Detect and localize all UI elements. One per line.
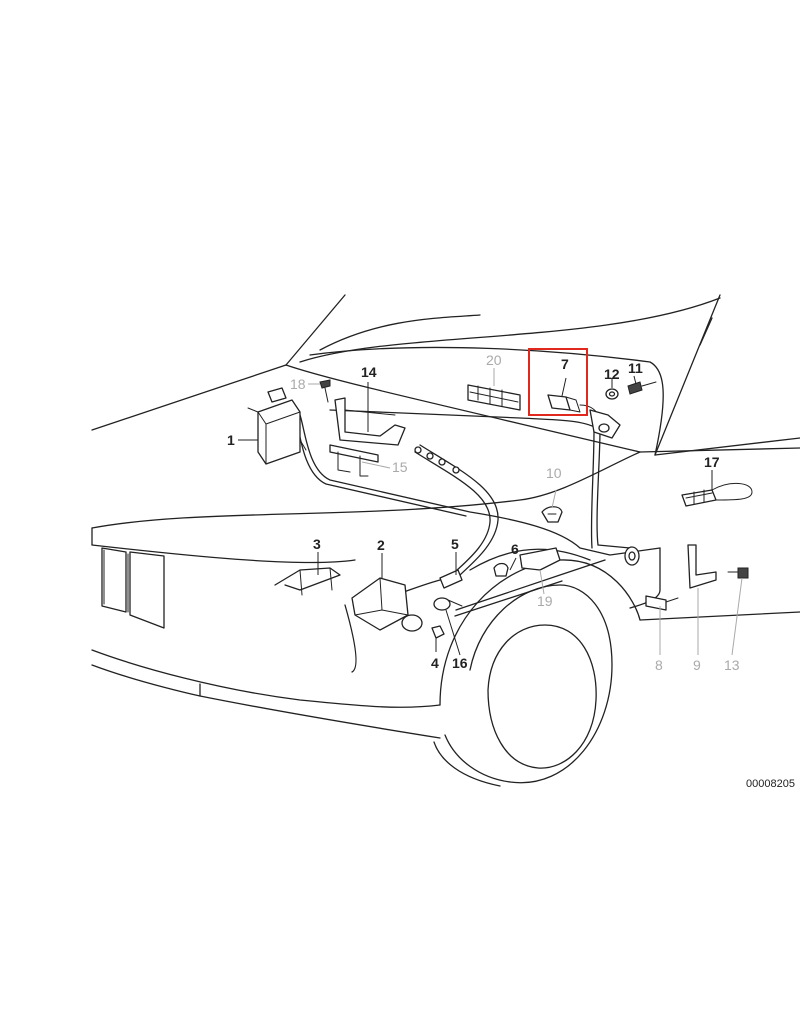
leader-lines <box>238 368 743 656</box>
part-17-connector <box>681 483 753 507</box>
part-plug-bracket <box>589 409 621 439</box>
part-9-bracket <box>687 544 717 589</box>
part-grommet-fender <box>624 546 640 566</box>
callout-17[interactable]: 17 <box>704 454 720 470</box>
diagram-id: 00008205 <box>746 778 795 790</box>
highlight-box <box>528 348 588 416</box>
callout-5[interactable]: 5 <box>451 536 459 552</box>
callout-2[interactable]: 2 <box>377 537 385 553</box>
part-13-screw <box>727 567 749 579</box>
callout-13[interactable]: 13 <box>724 657 740 673</box>
part-19-bracket <box>519 547 561 571</box>
part-4-nut <box>431 625 445 639</box>
callouts: 1 2 3 4 5 6 7 8 9 10 11 12 13 14 15 16 1… <box>227 352 740 673</box>
part-12-grommet <box>605 388 619 400</box>
car-body <box>91 294 800 787</box>
part-20-module <box>467 384 521 411</box>
callout-7[interactable]: 7 <box>561 356 569 372</box>
part-14-bracket <box>334 397 406 446</box>
callout-18[interactable]: 18 <box>290 376 306 392</box>
part-7-sensor <box>547 394 601 426</box>
part-15-bracket <box>329 444 379 477</box>
part-10-clip <box>541 506 563 523</box>
part-3-bracket <box>274 567 341 596</box>
callout-1[interactable]: 1 <box>227 432 235 448</box>
part-8-sensor <box>645 595 679 611</box>
callout-4[interactable]: 4 <box>431 655 439 671</box>
part-1-control-unit <box>247 387 307 465</box>
part-5-cable-end <box>439 569 463 589</box>
callout-14[interactable]: 14 <box>361 364 377 380</box>
callout-15[interactable]: 15 <box>392 459 408 475</box>
callout-6[interactable]: 6 <box>511 541 519 557</box>
part-2-speed-sensor <box>351 577 423 632</box>
callout-16[interactable]: 16 <box>452 655 468 671</box>
callout-8[interactable]: 8 <box>655 657 663 673</box>
callout-11[interactable]: 11 <box>628 360 643 376</box>
part-6-clip <box>493 562 509 577</box>
cable-beads <box>414 446 460 474</box>
part-11-bolt <box>627 381 657 395</box>
part-16-cable-end <box>433 597 463 611</box>
callout-9[interactable]: 9 <box>693 657 701 673</box>
callout-20[interactable]: 20 <box>486 352 502 368</box>
part-18-screw <box>319 379 331 403</box>
callout-19[interactable]: 19 <box>537 593 553 609</box>
callout-3[interactable]: 3 <box>313 536 321 552</box>
callout-12[interactable]: 12 <box>604 366 620 382</box>
callout-10[interactable]: 10 <box>546 465 562 481</box>
